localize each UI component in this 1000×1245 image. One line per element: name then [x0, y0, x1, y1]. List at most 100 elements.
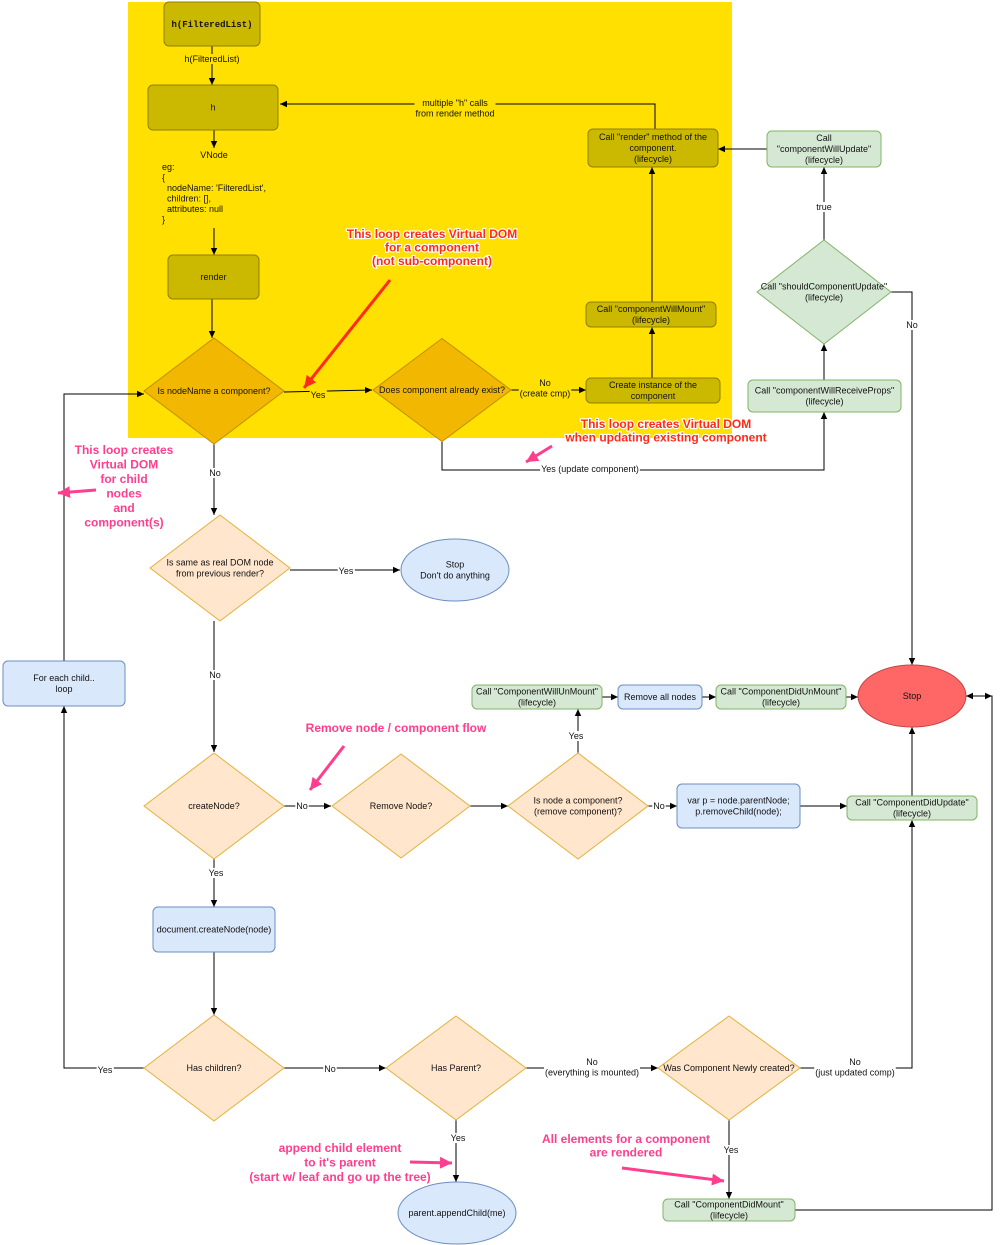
node-shape: [756, 239, 892, 345]
node-shape: [400, 538, 510, 602]
edge-label-text: No: [586, 1057, 598, 1067]
annotation-text: to it's parent: [304, 1156, 376, 1170]
edge-label-no-create: No: [295, 801, 309, 811]
node-shape: [331, 753, 471, 859]
edge-label-text: No: [906, 320, 918, 330]
node-label: Has children?: [186, 1063, 241, 1073]
node-shape: [585, 301, 717, 328]
annotation-text: are rendered: [590, 1146, 663, 1160]
annotation-arrow: [302, 279, 392, 389]
edge-label-bg: [518, 378, 572, 399]
edge-label-no-create-comp: No(create cmp): [518, 378, 572, 399]
edge-label-bg: [323, 1064, 337, 1074]
edge-label-text: No: [296, 801, 308, 811]
edge-label-bg: [540, 464, 640, 474]
node-label: "componentWillUpdate": [777, 144, 871, 154]
annotation-remove-flow: Remove node / component flow: [305, 720, 488, 791]
edge-label-true: true: [815, 202, 833, 212]
edge-label-bg: [208, 670, 222, 680]
node-shape: [662, 1198, 796, 1222]
node-shape: [147, 84, 279, 131]
edge-label-text: (everything is mounted): [545, 1068, 639, 1078]
n-is-node-comp: Is node a component?(remove component)?: [507, 752, 649, 860]
n-cdm: Call "ComponentDidMount"(lifecycle): [662, 1198, 796, 1222]
node-shape: [372, 337, 512, 443]
node-label: component: [631, 391, 676, 401]
edge-label-text: No: [849, 1057, 861, 1067]
edge-label-bg: [183, 54, 241, 64]
node-shape: [857, 664, 967, 728]
node-label: loop: [55, 684, 72, 694]
n-hfiltered: h(FilteredList): [163, 1, 261, 47]
n-exists: Does component already exist?: [372, 337, 512, 443]
edge-label-text: h(FilteredList): [184, 54, 239, 64]
annotation-text: All elements for a component: [542, 1132, 710, 1146]
node-shape: [143, 1014, 285, 1122]
edge-label-no-scu: No: [905, 320, 919, 330]
n-append: parent.appendChild(me): [397, 1181, 517, 1245]
edge-label-text: nodeName: 'FilteredList',: [162, 183, 266, 193]
n-doc-create: document.createNode(node): [152, 906, 276, 953]
node-label: (lifecycle): [805, 293, 843, 303]
edge-label-text: true: [816, 202, 832, 212]
edge-label-bg: [543, 1057, 641, 1078]
edge-label-bg: [449, 1133, 467, 1143]
edge-label-yes-children: Yes: [96, 1065, 114, 1075]
edge-label-text: multiple "h" calls: [422, 98, 488, 108]
n-scu: Call "shouldComponentUpdate"(lifecycle): [756, 239, 892, 345]
node-label: (lifecycle): [805, 397, 843, 407]
node-label: createNode?: [188, 801, 240, 811]
edge-label-text: No: [653, 801, 665, 811]
edge-label-yes-newly: Yes: [722, 1145, 740, 1155]
edge-label-no-newly: No(just updated comp): [814, 1057, 896, 1078]
annotation-text: Remove node / component flow: [306, 721, 487, 735]
edge-label-no-parent: No(everything is mounted): [543, 1057, 641, 1078]
edge: [891, 291, 916, 665]
edge-label-text: attributes: null: [162, 204, 223, 214]
node-shape: [676, 783, 801, 829]
annotation-text: This loop creates Virtual DOM: [581, 417, 751, 431]
edge-label-text: Yes: [451, 1133, 466, 1143]
node-label: Don't do anything: [420, 571, 490, 581]
edge-label-text: No: [324, 1064, 336, 1074]
node-shape: [149, 514, 291, 622]
node-shape: [617, 684, 703, 710]
edge-label-vnode-example: eg:{ nodeName: 'FilteredList', children:…: [162, 162, 266, 225]
edge-label-text: Yes: [311, 390, 326, 400]
n-remove-child: var p = node.parentNode;p.removeChild(no…: [676, 783, 801, 829]
node-label: parent.appendChild(me): [408, 1208, 505, 1218]
edge-label-text: Yes: [209, 868, 224, 878]
node-label: Call "componentWillReceiveProps": [755, 386, 894, 396]
node-label: (lifecycle): [710, 1211, 748, 1221]
node-label: Call: [816, 133, 832, 143]
edge-label-no-is-comp: No: [208, 468, 222, 478]
n-for-each: For each child..loop: [2, 660, 126, 707]
edge-label-text: (just updated comp): [815, 1068, 895, 1078]
annotation-text: This loop creates: [75, 443, 174, 457]
n-h: h: [147, 84, 279, 131]
node-label: from previous render?: [176, 569, 264, 579]
node-label: Remove Node?: [370, 801, 433, 811]
node-label: component.: [629, 143, 676, 153]
n-remove-all: Remove all nodes: [617, 684, 703, 710]
edge-label-text: Yes: [569, 731, 584, 741]
n-stop: Stop: [857, 664, 967, 728]
edge-label-yes-update: Yes (update component): [540, 464, 640, 474]
node-label: Was Component Newly created?: [663, 1063, 794, 1073]
edge-label-bg: [905, 320, 919, 330]
node-label: document.createNode(node): [157, 925, 272, 935]
edge-label-no-remove-comp: No: [652, 801, 666, 811]
node-shape: [167, 254, 260, 300]
node-label: For each child..: [33, 673, 95, 683]
node-label: Is same as real DOM node: [166, 558, 273, 568]
node-shape: [385, 1015, 527, 1121]
node-shape: [507, 752, 649, 860]
node-shape: [2, 660, 126, 707]
edge-label-text: Yes: [724, 1145, 739, 1155]
node-label: h: [210, 103, 215, 113]
